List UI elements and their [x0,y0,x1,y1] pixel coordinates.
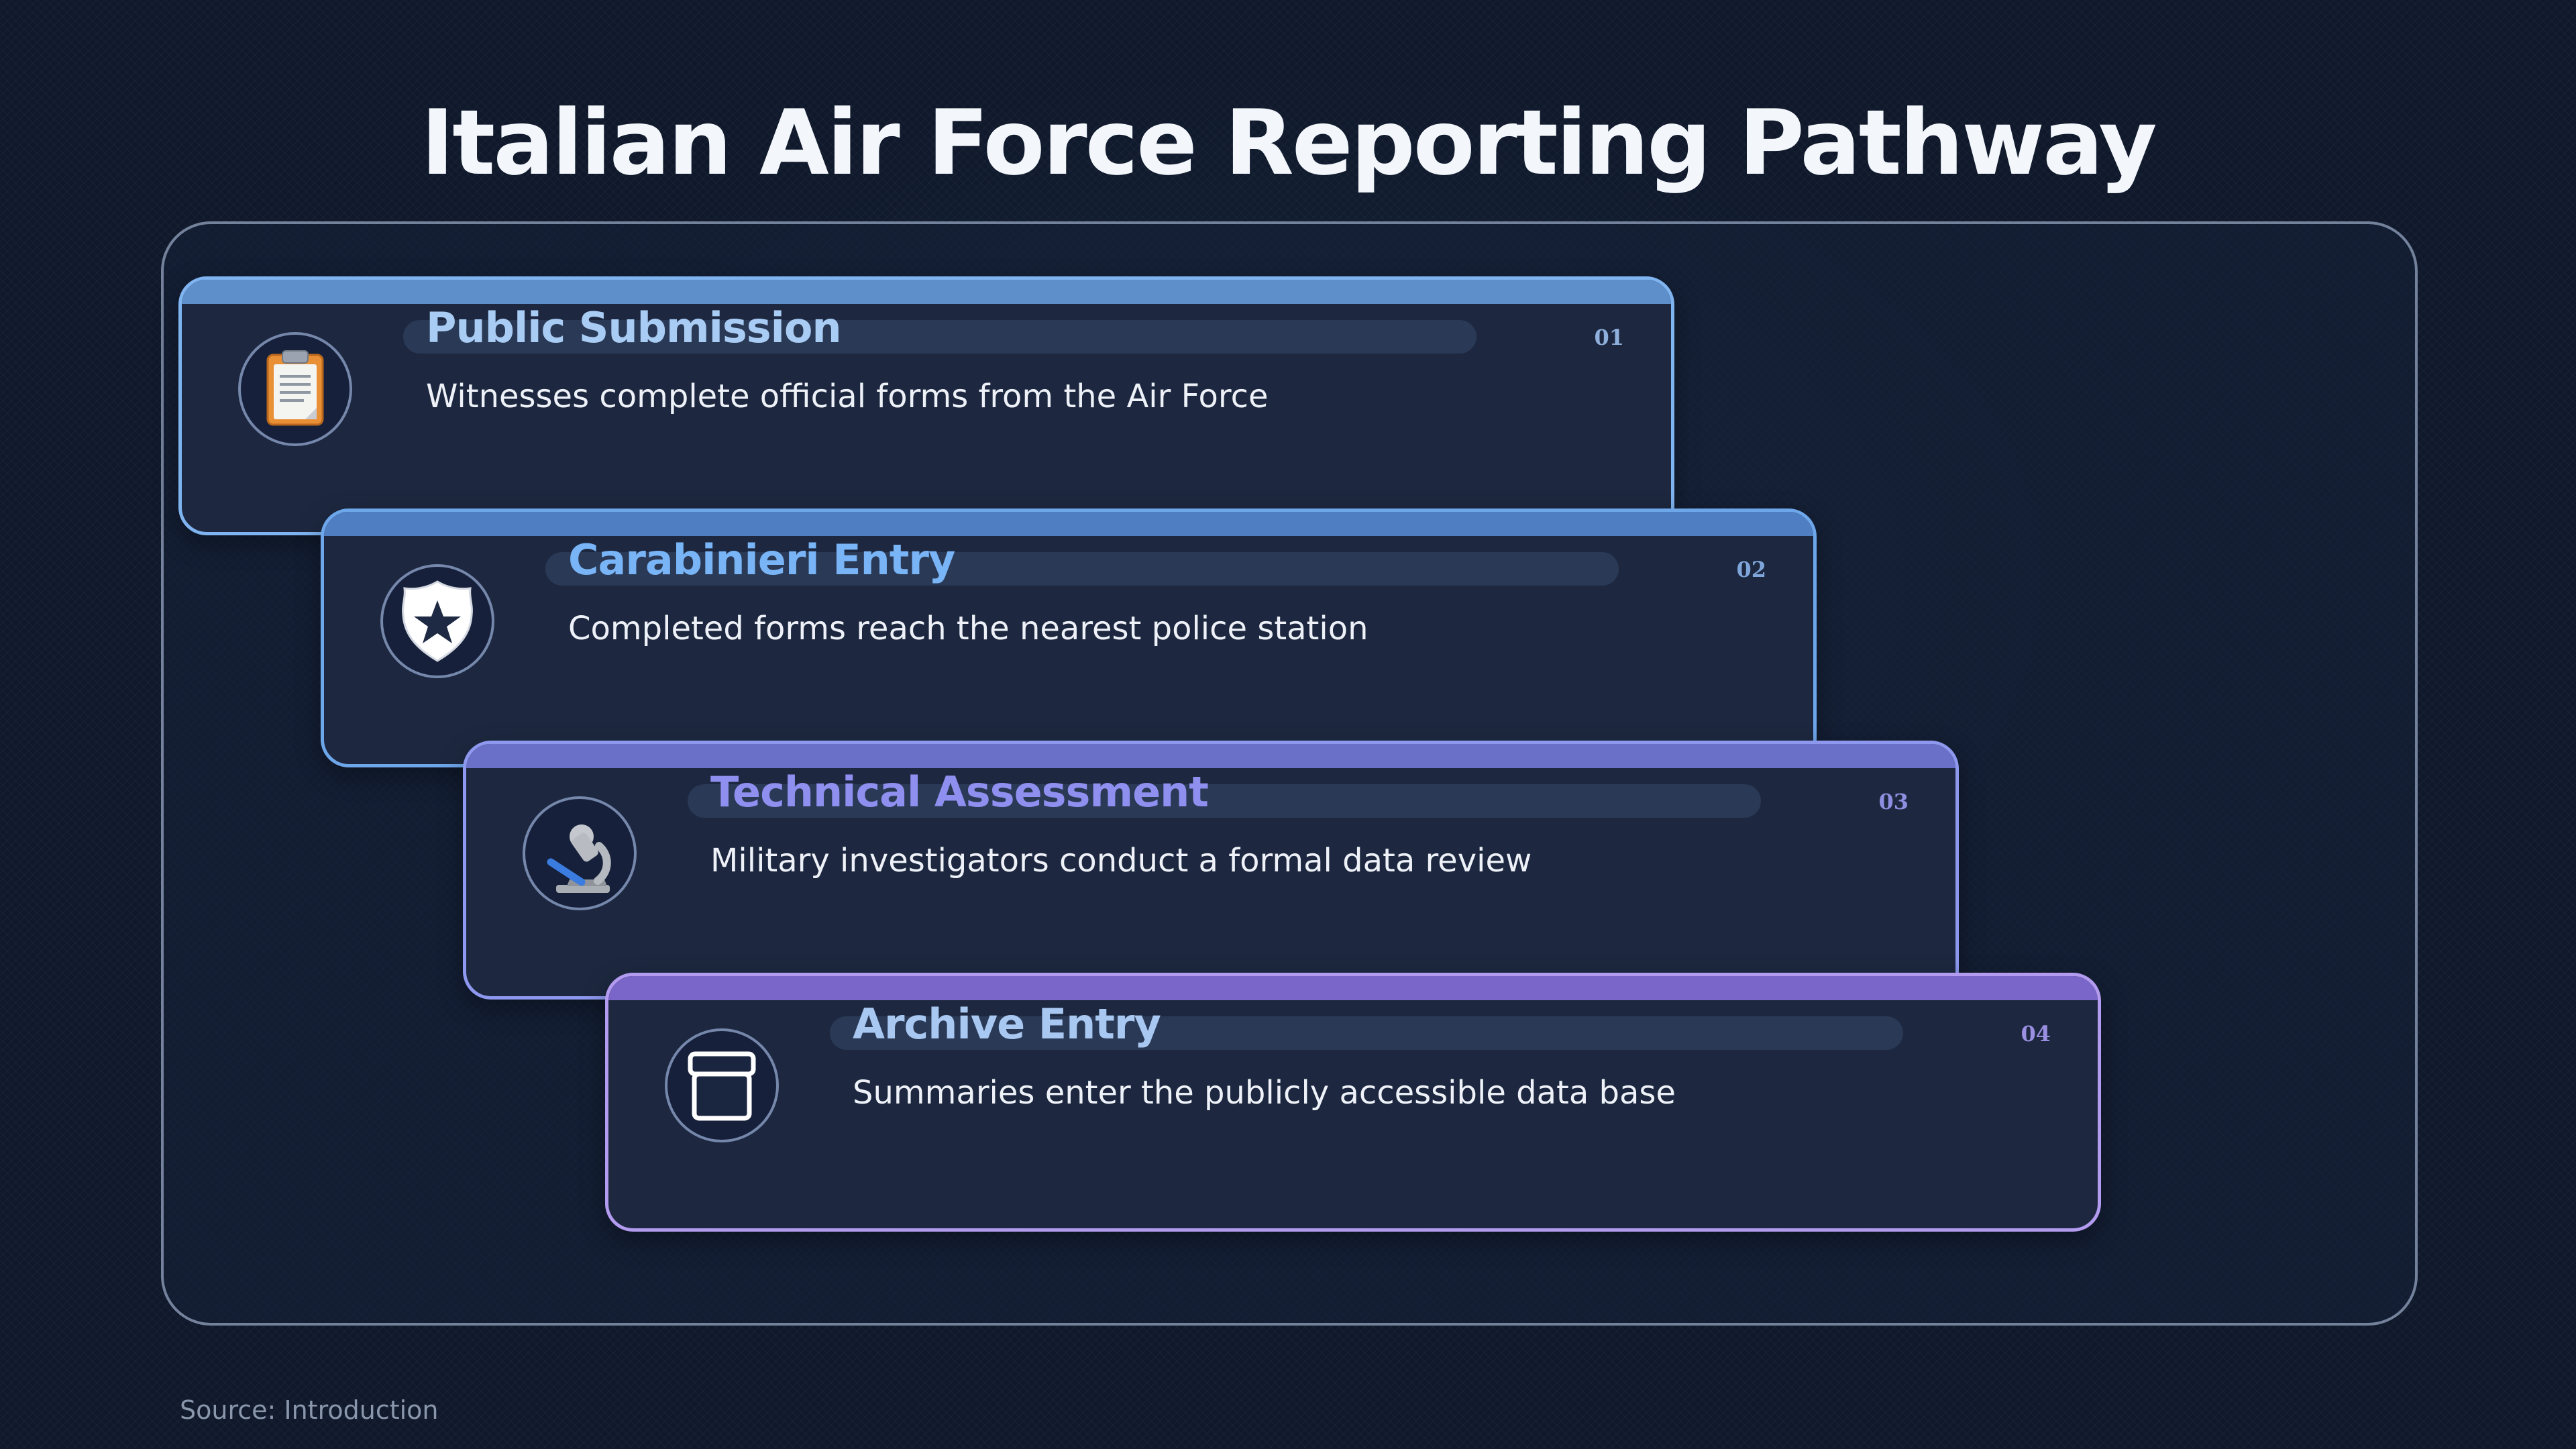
step-title-highlight [830,1016,1903,1050]
step-description: Military investigators conduct a formal … [710,842,1532,879]
step-title: Technical Assessment [710,767,1209,816]
archive-box-icon [688,1051,756,1121]
step-card-public-submission: Public Submission 01 Witnesses complete … [178,276,1674,535]
microscope-icon [547,824,611,893]
step-title: Archive Entry [853,1000,1161,1049]
step-icon-circle [238,332,352,446]
step-title-highlight [545,552,1619,586]
page-title: Italian Air Force Reporting Pathway [421,91,2157,195]
step-card-carabinieri-entry: Carabinieri Entry 02 Completed forms rea… [321,508,1817,767]
step-description: Summaries enter the publicly accessible … [853,1074,1676,1112]
step-number: 03 [1878,789,1909,814]
step-description: Witnesses complete official forms from t… [426,378,1269,415]
step-number: 01 [1594,325,1624,350]
step-title: Carabinieri Entry [568,535,955,584]
step-icon-circle [665,1028,779,1142]
step-accent-bar [182,280,1671,304]
step-accent-bar [608,976,2098,1000]
step-description: Completed forms reach the nearest police… [568,610,1368,647]
step-title: Public Submission [426,303,842,352]
step-title-highlight [403,320,1477,354]
source-note: Source: Introduction [180,1395,439,1425]
step-card-technical-assessment: Technical Assessment 03 Military investi… [463,741,1959,1000]
step-title-highlight [688,784,1761,818]
step-icon-circle [523,796,637,910]
step-number: 02 [1736,557,1766,582]
step-card-archive-entry: Archive Entry 04 Summaries enter the pub… [605,973,2101,1232]
step-icon-circle [380,564,494,678]
step-accent-bar [466,744,1955,768]
clipboard-icon [266,350,324,426]
step-accent-bar [324,512,1813,536]
step-number: 04 [2021,1021,2051,1046]
police-badge-icon [402,580,473,662]
